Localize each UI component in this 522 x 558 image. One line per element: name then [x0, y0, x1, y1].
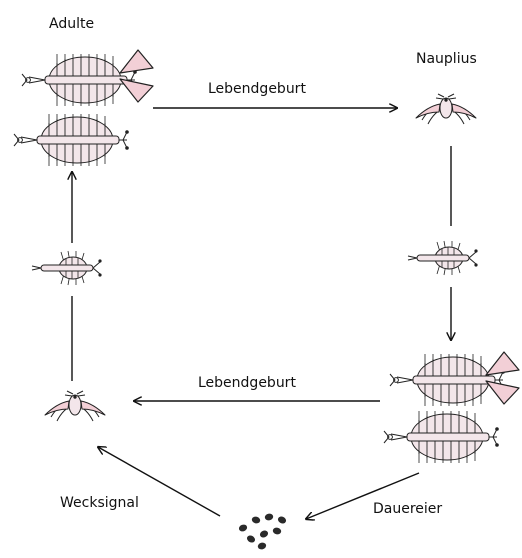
adult-female-shrimp-right [383, 410, 500, 464]
label-wake-signal: Wecksignal [60, 495, 139, 511]
adult-male-shrimp [21, 53, 138, 107]
nauplius-larva [415, 93, 477, 125]
hatched-nauplius-larva [44, 390, 106, 422]
arrow-adults-to-dormant-eggs [306, 472, 420, 519]
dormant-eggs-cluster [238, 513, 287, 550]
adult-female-shrimp [13, 113, 130, 167]
juvenile-shrimp-left [31, 250, 103, 286]
label-live-birth-top: Lebendgeburt [208, 81, 306, 97]
adult-male-shrimp-right [389, 353, 506, 407]
label-adult: Adulte [49, 16, 95, 32]
arrow-dormant-eggs-to-nauplius [98, 447, 221, 517]
label-live-birth-bottom: Lebendgeburt [198, 375, 296, 391]
juvenile-shrimp-right [407, 240, 479, 276]
label-dormant-eggs: Dauereier [373, 501, 443, 517]
label-nauplius: Nauplius [416, 51, 477, 67]
